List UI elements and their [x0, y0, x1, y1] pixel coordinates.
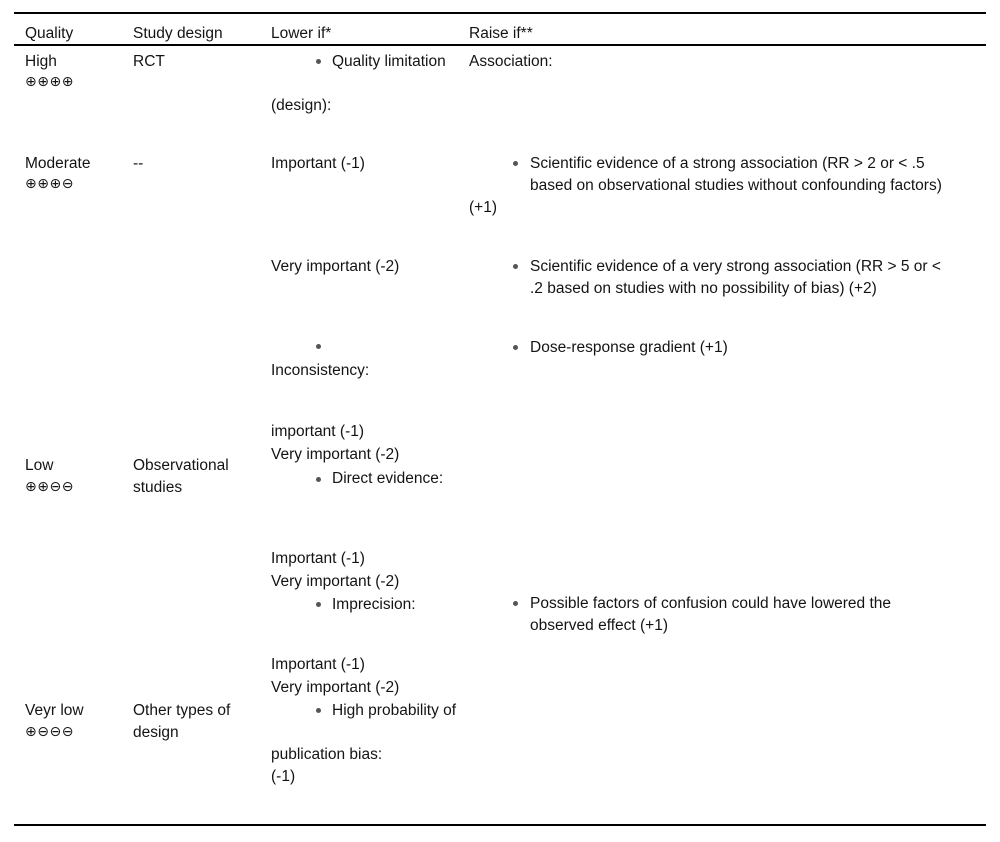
- lower-if-criterion-quality-limitation-tail: (design):: [271, 97, 332, 114]
- quality-level-very-low-name: Veyr low: [25, 702, 84, 719]
- lower-if-criterion-imprecision-label: Imprecision:: [332, 596, 416, 613]
- table-header-rule: [14, 44, 986, 46]
- quality-level-high-symbols: ⊕⊕⊕⊕: [25, 74, 74, 90]
- lower-if-criterion-direct-evidence-label: Direct evidence:: [332, 470, 444, 487]
- quality-level-moderate-name: Moderate: [25, 155, 91, 172]
- column-header-study-design: Study design: [133, 25, 223, 42]
- quality-level-high-name: High: [25, 53, 57, 70]
- lower-if-direct-evidence-important: Important (-1): [271, 550, 365, 567]
- quality-level-very-low-symbols: ⊕⊖⊖⊖: [25, 724, 74, 740]
- bullet-dot-icon: [316, 59, 321, 64]
- lower-if-imprecision-important: Important (-1): [271, 656, 365, 673]
- raise-if-item-strong-association-score: (+1): [469, 199, 497, 216]
- table-top-rule: [14, 12, 986, 14]
- raise-if-heading: Association:: [469, 53, 553, 70]
- lower-if-criterion-quality-limitation-label: Quality limitation: [332, 53, 446, 70]
- lower-if-criterion-publication-bias-label: High probability of: [332, 702, 457, 719]
- bullet-dot-icon: [513, 264, 518, 269]
- raise-if-item-very-strong-association-line1: Scientific evidence of a very strong ass…: [530, 258, 941, 275]
- bullet-dot-icon: [316, 708, 321, 713]
- column-header-quality: Quality: [25, 25, 74, 42]
- raise-if-item-very-strong-association-line2: .2 based on studies with no possibility …: [530, 280, 877, 297]
- raise-if-item-confusion-factors-line2: observed effect (+1): [530, 617, 669, 634]
- quality-level-moderate-symbols: ⊕⊕⊕⊖: [25, 176, 74, 192]
- lower-if-quality-limitation-very-important: Very important (-2): [271, 258, 400, 275]
- lower-if-direct-evidence-very-important: Very important (-2): [271, 573, 400, 590]
- lower-if-criterion-publication-bias-tail: publication bias:: [271, 746, 383, 763]
- lower-if-criterion-inconsistency-label: Inconsistency:: [271, 362, 370, 379]
- study-design-very-low: Other types of design: [133, 702, 235, 741]
- lower-if-criterion-publication-bias-score: (-1): [271, 768, 296, 785]
- lower-if-inconsistency-important: important (-1): [271, 423, 365, 440]
- bullet-dot-icon: [316, 602, 321, 607]
- bullet-dot-icon: [316, 344, 321, 349]
- quality-level-low-symbols: ⊕⊕⊖⊖: [25, 479, 74, 495]
- lower-if-imprecision-very-important: Very important (-2): [271, 679, 400, 696]
- column-header-lower-if: Lower if*: [271, 25, 332, 42]
- study-design-high: RCT: [133, 53, 165, 70]
- study-design-moderate: --: [133, 155, 144, 172]
- raise-if-item-dose-response-line1: Dose-response gradient (+1): [530, 339, 728, 356]
- column-header-raise-if: Raise if**: [469, 25, 533, 42]
- table-bottom-rule: [14, 824, 986, 826]
- bullet-dot-icon: [513, 345, 518, 350]
- study-design-low: Observational studies: [133, 457, 233, 496]
- raise-if-item-strong-association-line2: based on observational studies without c…: [530, 177, 942, 194]
- quality-level-low-name: Low: [25, 457, 54, 474]
- bullet-dot-icon: [316, 477, 321, 482]
- raise-if-item-confusion-factors-line1: Possible factors of confusion could have…: [530, 595, 892, 612]
- lower-if-quality-limitation-important: Important (-1): [271, 155, 365, 172]
- lower-if-inconsistency-very-important: Very important (-2): [271, 446, 400, 463]
- raise-if-item-strong-association-line1: Scientific evidence of a strong associat…: [530, 155, 925, 172]
- bullet-dot-icon: [513, 161, 518, 166]
- bullet-dot-icon: [513, 601, 518, 606]
